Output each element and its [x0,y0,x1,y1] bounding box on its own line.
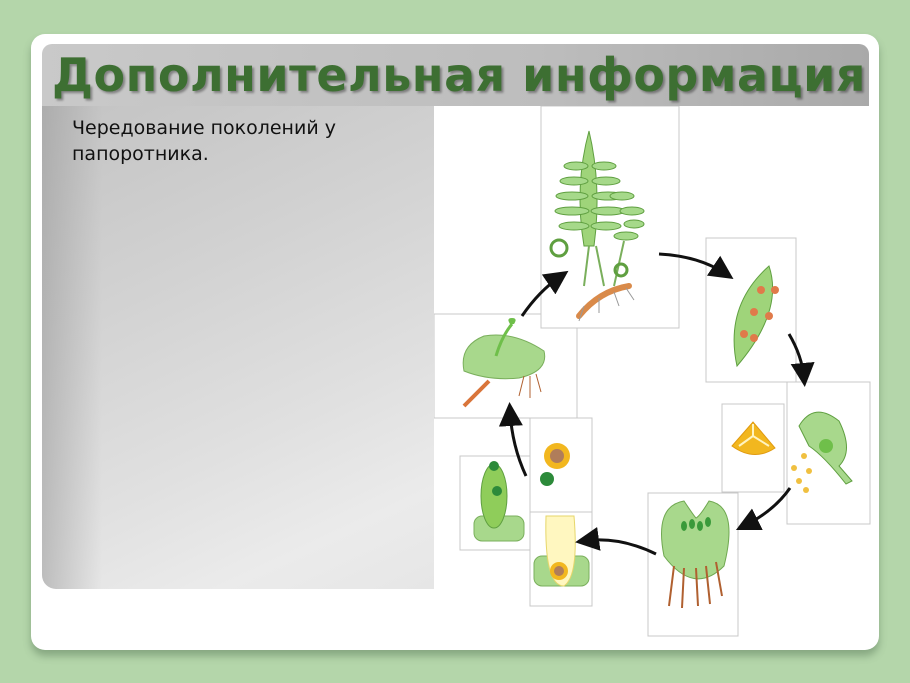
title-bar [42,44,869,106]
archegonium [473,443,590,587]
slide-title: Дополнительная информация [52,48,866,102]
slide-body-text: Чередование поколений у папоротника. [72,117,336,165]
text-panel [42,106,434,589]
sporangium [791,411,853,493]
leaf-with-sori [733,265,779,368]
fern-life-cycle-diagram [434,106,874,646]
sporophyte-fern [549,130,645,322]
spore [731,421,776,455]
prothallus [661,500,730,609]
young-sporophyte [462,318,546,408]
